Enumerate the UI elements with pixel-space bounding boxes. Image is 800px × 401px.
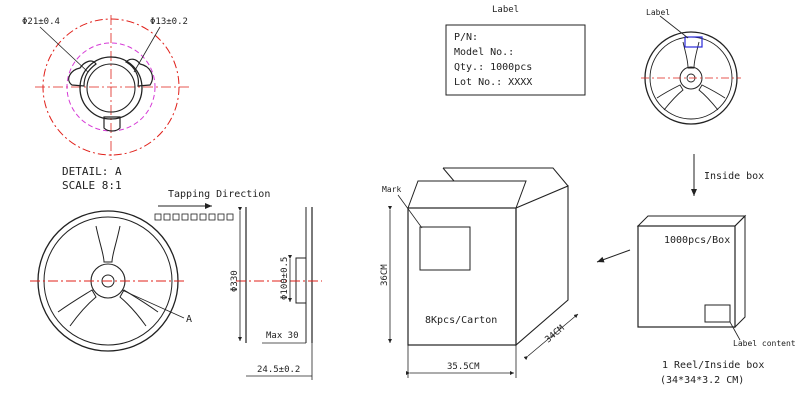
- detail-a-leader: [121, 289, 185, 319]
- carton-mark-label: Mark: [382, 185, 401, 194]
- carton-depth-dim: [523, 313, 579, 361]
- detail-dim-inner: Φ13±0.2: [150, 17, 188, 27]
- detail-magenta-circle: [66, 42, 156, 132]
- carrier-tape: [154, 213, 234, 221]
- detail-caption-2: SCALE 8:1: [62, 179, 122, 192]
- tapping-direction-label: Tapping Direction: [168, 189, 270, 200]
- detail-leader-inner: [133, 26, 161, 73]
- carton-front: [407, 207, 517, 346]
- small-reel-view: Label: [641, 8, 741, 125]
- detail-dim-outer: Φ21±0.4: [22, 17, 60, 27]
- inside-box-caption-1: 1 Reel/Inside box: [662, 360, 764, 371]
- inside-box-view: 1000pcs/Box Label content 1 Reel/Inside …: [636, 214, 796, 386]
- dim-width-label: 24.5±0.2: [257, 365, 300, 375]
- small-reel-label-tag: Label: [646, 8, 670, 17]
- carton-mark-rect: [419, 226, 471, 271]
- reel-profile-view: Φ330 Φ100±0.5 Max 30 24.5±0.2: [230, 207, 322, 380]
- inside-box-content: 1000pcs/Box: [664, 235, 730, 246]
- detail-leader-outer: [39, 26, 89, 73]
- label-line-3: Qty.: 1000pcs: [454, 62, 532, 73]
- to-carton-arrow: [596, 249, 631, 263]
- dim-max-label: Max 30: [266, 331, 299, 341]
- label-line-1: P/N:: [454, 32, 478, 43]
- detail-a-ref: A: [186, 314, 192, 325]
- inside-box-label-rect: [704, 304, 731, 323]
- detail-inner-circle: [86, 63, 136, 113]
- small-reel-label-rect: [684, 36, 703, 48]
- carton-content: 8Kpcs/Carton: [425, 315, 497, 326]
- label-spec: Label P/N: Model No.: Qty.: 1000pcs Lot …: [445, 5, 586, 96]
- label-line-4: Lot No.: XXXX: [454, 77, 532, 88]
- label-title: Label: [492, 5, 519, 15]
- inside-box-arrow-label: Inside box: [704, 171, 764, 182]
- carton-view: Mark 8Kpcs/Carton 36CM 35.5CM 34CM: [380, 167, 579, 378]
- inside-box-front: [637, 225, 736, 328]
- inside-box-label-content: Label content: [733, 339, 796, 348]
- detail-hub-circle: [79, 56, 143, 120]
- carton-height-label: 36CM: [380, 264, 390, 286]
- reel-side-view: Tapping Direction A: [30, 189, 270, 352]
- label-box: [445, 24, 586, 96]
- detail-caption-1: DETAIL: A: [62, 165, 122, 178]
- dim-330-label: Φ330: [230, 270, 240, 292]
- inside-box-caption-2: (34*34*3.2 CM): [660, 375, 744, 386]
- detail-a-view: Φ21±0.4 Φ13±0.2 DETAIL: A SCALE 8:1: [22, 15, 190, 192]
- reel-spokes: [57, 225, 159, 327]
- detail-hub-shape: [68, 58, 153, 132]
- label-line-2: Model No.:: [454, 47, 514, 58]
- carton-width-label: 35.5CM: [447, 362, 480, 372]
- dim-hub-label: Φ100±0.5: [280, 257, 290, 300]
